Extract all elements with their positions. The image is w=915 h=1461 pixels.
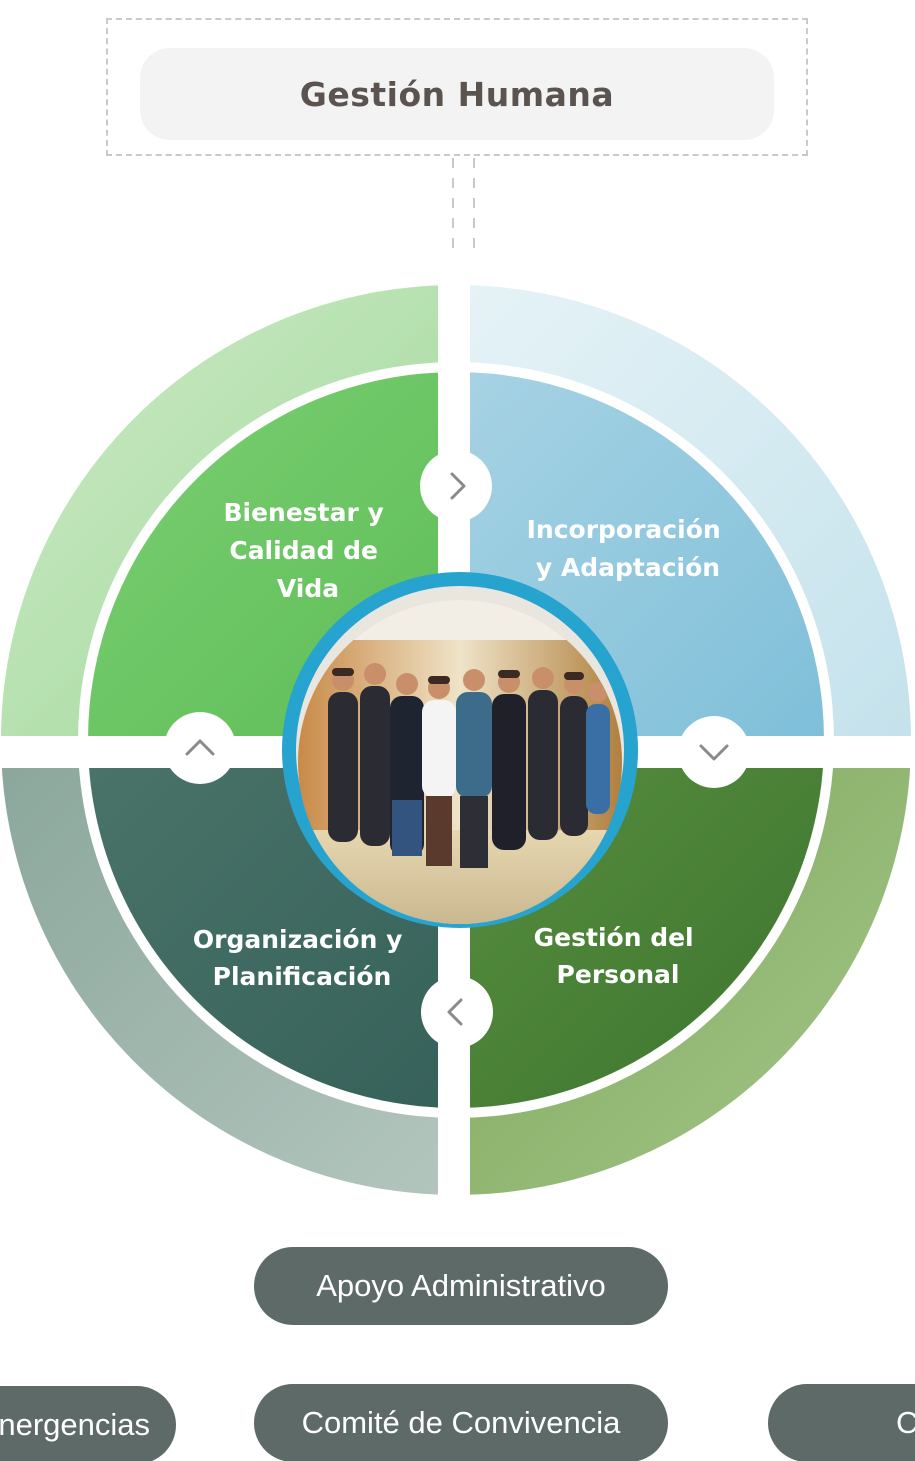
chevron-down-icon [699, 744, 729, 761]
quadrant-label-top-right: Incorporación y Adaptación [527, 515, 730, 582]
page-title: Gestión Humana [299, 74, 615, 114]
chevron-right-icon [450, 472, 466, 500]
apoyo-administrativo-label: Apoyo Administrativo [316, 1268, 606, 1303]
emergencias-label: nergencias [0, 1407, 150, 1442]
title-box[interactable]: Gestión Humana [140, 48, 774, 140]
comite-convivencia-button[interactable]: Comité de Convivencia [254, 1384, 668, 1461]
chevron-up-icon [185, 739, 215, 756]
quadrant-label-top-left: Bienestar y Calidad de Vida [223, 498, 392, 603]
arrow-button-right[interactable] [678, 716, 750, 788]
committee-right-label: C [896, 1405, 915, 1440]
apoyo-administrativo-button[interactable]: Apoyo Administrativo [254, 1247, 668, 1325]
group-photo [298, 600, 622, 924]
arrow-button-bottom[interactable] [421, 976, 493, 1048]
emergencias-button[interactable]: nergencias [0, 1386, 176, 1461]
arrow-button-top[interactable] [420, 450, 492, 522]
comite-convivencia-label: Comité de Convivencia [301, 1405, 621, 1440]
quadrant-label-bottom-right: Gestión del Personal [534, 923, 703, 989]
committee-right-button[interactable]: C [768, 1384, 915, 1461]
arrow-button-left[interactable] [164, 712, 236, 784]
chevron-left-icon [447, 998, 463, 1026]
connector-line [452, 158, 475, 250]
quadrant-label-bottom-left: Organización y Planificación [193, 925, 411, 991]
title-frame [106, 18, 808, 156]
